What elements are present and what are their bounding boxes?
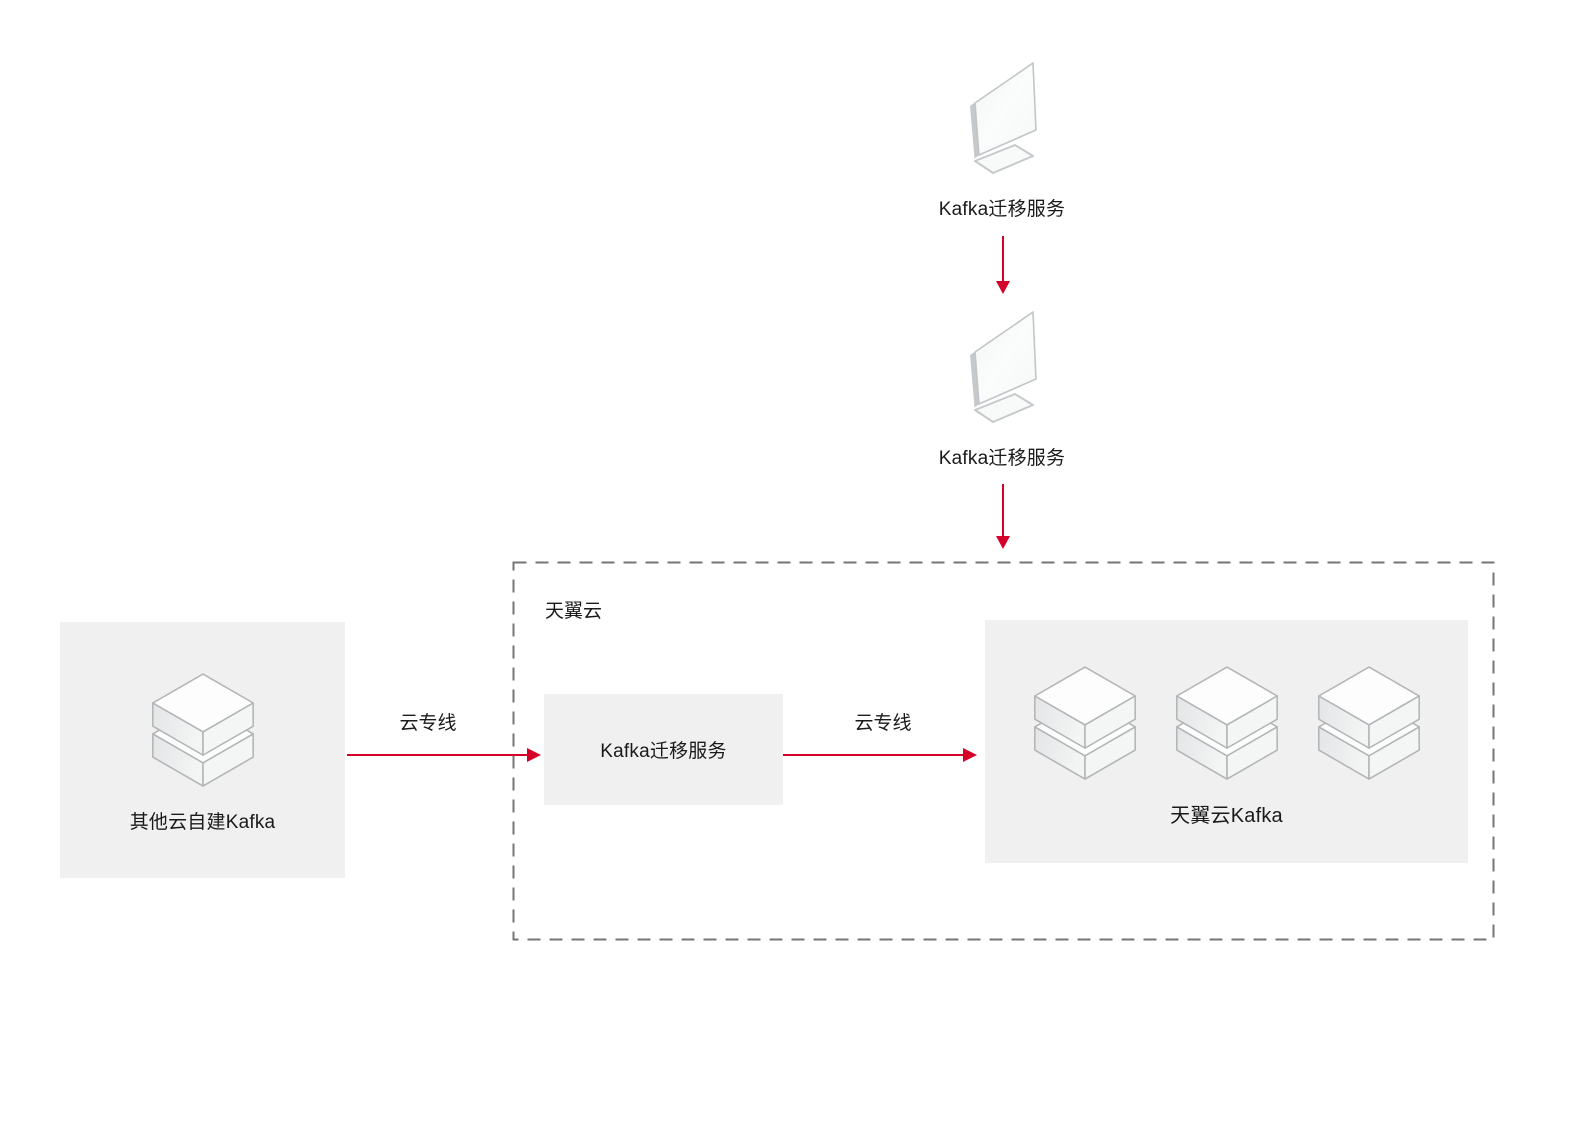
link-arrow-head-1 — [527, 748, 541, 762]
migration-service-box: Kafka迁移服务 — [544, 694, 783, 805]
down-arrow-line-1 — [1001, 236, 1004, 282]
down-arrow-head-1 — [996, 281, 1010, 294]
source-kafka-label: 其他云自建Kafka — [129, 812, 276, 833]
kafka-migration-tool-top-label: Kafka迁移服务 — [938, 199, 1066, 220]
monitor-icon — [962, 306, 1042, 428]
migration-service-label: Kafka迁移服务 — [600, 741, 727, 762]
link-arrow-head-2 — [963, 748, 977, 762]
link-label-cloud-line-1: 云专线 — [399, 713, 457, 734]
monitor-icon — [962, 57, 1042, 179]
down-arrow-line-2 — [1001, 484, 1004, 537]
link-label-cloud-line-2: 云专线 — [854, 713, 912, 734]
source-kafka-box: 其他云自建Kafka — [60, 622, 345, 878]
kafka-cluster-icon — [1313, 665, 1425, 783]
kafka-cluster-icon — [1171, 665, 1283, 783]
kafka-cluster-icon — [1029, 665, 1141, 783]
cloud-boundary-label: 天翼云 — [545, 601, 603, 622]
cloud-boundary-border — [512, 561, 1495, 941]
link-arrow-line-2 — [783, 753, 964, 756]
kafka-migration-tool-middle-label: Kafka迁移服务 — [938, 448, 1066, 469]
target-kafka-label: 天翼云Kafka — [1170, 805, 1283, 827]
kafka-cluster-icons — [1029, 665, 1425, 783]
down-arrow-head-2 — [996, 536, 1010, 549]
kafka-cluster-icon — [147, 672, 259, 790]
target-kafka-box: 天翼云Kafka — [985, 620, 1468, 863]
link-arrow-line-1 — [347, 753, 528, 756]
